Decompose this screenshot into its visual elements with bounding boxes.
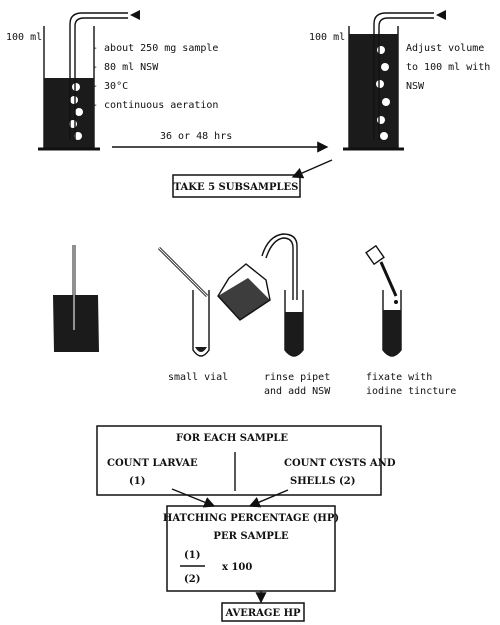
- subsample-label: TAKE 5 SUBSAMPLES: [174, 182, 299, 193]
- average-label: AVERAGE HP: [224, 608, 301, 619]
- hp-numerator: (1): [184, 550, 200, 561]
- condition-temperature: - 30°C: [92, 81, 128, 92]
- instruction-line-2: to 100 ml with: [406, 62, 490, 73]
- instruction-line-1: Adjust volume: [406, 43, 484, 54]
- rinse-label-line-2: and add NSW: [264, 386, 331, 397]
- condition-sample: - about 250 mg sample: [92, 43, 218, 54]
- instruction-line-3: NSW: [406, 81, 425, 92]
- aeration-tube-step2: [373, 10, 446, 140]
- larvae-arrow: [171, 488, 216, 508]
- hp-title-line-2: PER SAMPLE: [213, 531, 289, 542]
- hp-title-line-1: HATCHING PERCENTAGE (HP): [163, 513, 339, 524]
- cylinder-step1: [38, 26, 100, 151]
- hp-denominator: (2): [184, 574, 200, 585]
- duration-label: 36 or 48 hrs: [160, 131, 232, 142]
- beaker-with-pipet: [53, 245, 99, 352]
- count-cysts-index: SHELLS (2): [290, 476, 355, 487]
- subsample-box: [172, 174, 301, 198]
- level-label-step1: 100 ml: [6, 32, 42, 43]
- level-label-step2: 100 ml: [309, 32, 345, 43]
- air-inflow-arrow-icon: [436, 10, 446, 20]
- count-box-title: FOR EACH SAMPLE: [176, 433, 288, 444]
- count-cysts-label: COUNT CYSTS AND: [284, 458, 396, 469]
- aeration-tube-step1: [69, 10, 140, 140]
- average-box: [221, 602, 305, 622]
- fixate-tube-with-dropper: [365, 244, 402, 357]
- air-inflow-arrow-icon: [130, 10, 140, 20]
- hp-multiplier: x 100: [222, 562, 252, 573]
- sieve-and-rinse-tube: [217, 233, 304, 357]
- cysts-arrow: [248, 489, 289, 508]
- subsample-arrow: [291, 159, 333, 179]
- fixate-label-line-1: fixate with: [366, 372, 432, 383]
- count-larvae-label: COUNT LARVAE: [107, 458, 198, 469]
- count-larvae-index: (1): [129, 476, 145, 487]
- count-box: [96, 425, 382, 496]
- fixate-label-line-2: iodine tincture: [366, 386, 456, 397]
- small-vial: [157, 246, 210, 357]
- condition-nsw: - 80 ml NSW: [92, 62, 159, 73]
- small-vial-label: small vial: [168, 372, 228, 383]
- rinse-label-line-1: rinse pipet: [264, 372, 330, 383]
- hp-box: [166, 505, 336, 592]
- condition-aeration: - continuous aeration: [92, 100, 218, 111]
